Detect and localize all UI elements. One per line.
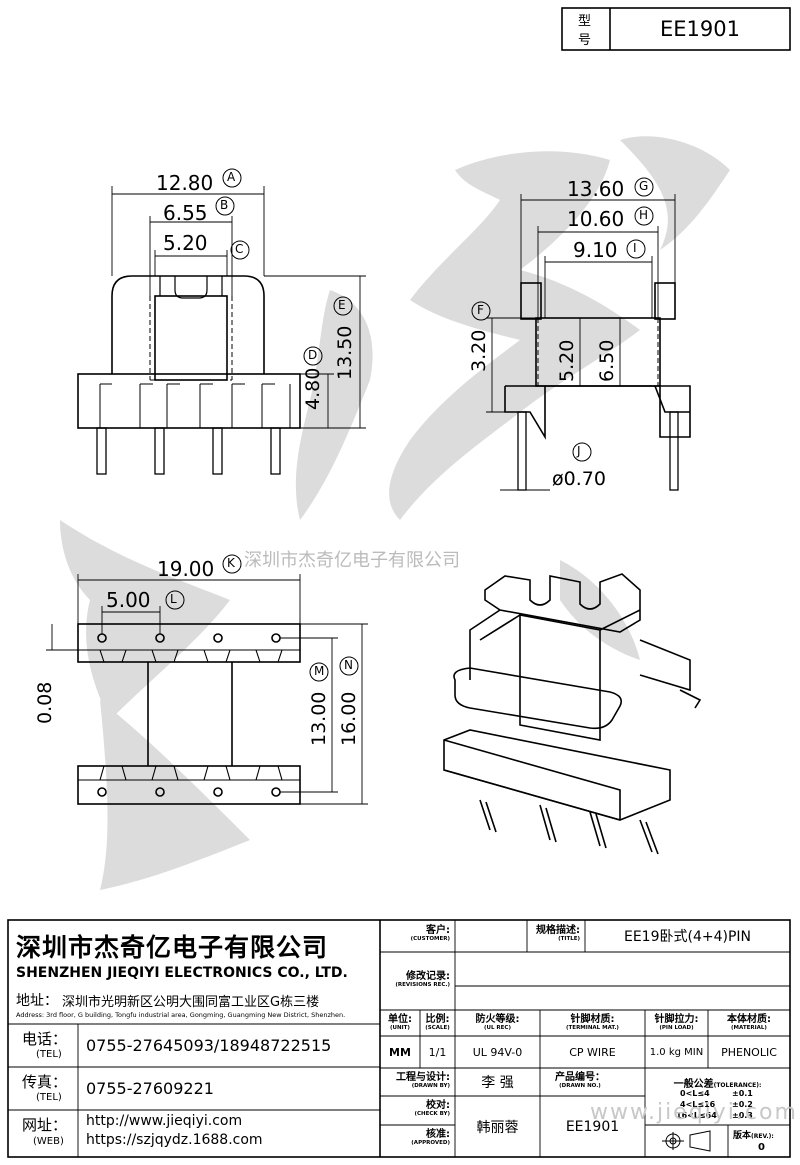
fax-label-en: (TEL) xyxy=(36,1092,62,1103)
dim-j: ø0.70 xyxy=(552,468,606,490)
tol-row3-val: ±0.3 xyxy=(732,1111,753,1120)
fax-value: 0755-27609221 xyxy=(86,1079,214,1098)
dim-l: 5.00 xyxy=(106,588,151,612)
projection-symbol xyxy=(662,1130,711,1152)
dim-left: 0.08 xyxy=(34,681,56,724)
dim-c: 5.20 xyxy=(163,231,208,255)
title-label: 规格描述:(TITLE) xyxy=(536,925,580,942)
tol-row2-val: ±0.2 xyxy=(732,1100,753,1109)
drawn-value: 李 强 xyxy=(481,1075,514,1091)
model-label-1: 型 xyxy=(578,14,592,29)
approved-value: 韩丽蓉 xyxy=(476,1120,519,1136)
tol-row1-val: ±0.1 xyxy=(732,1089,753,1098)
dim-f: 3.20 xyxy=(468,329,490,372)
terminal-value: CP WIRE xyxy=(569,1045,616,1059)
dim-n: 16.00 xyxy=(338,691,360,746)
company-name-cn: 深圳市杰奇亿电子有限公司 xyxy=(16,933,329,962)
dim-m: 13.00 xyxy=(308,691,330,746)
address-en: Address: 3rd floor, G building, Tongfu i… xyxy=(16,1011,346,1019)
tag-n: N xyxy=(344,658,353,672)
pinload-value: 1.0 kg MIN xyxy=(649,1046,704,1058)
material-label: 本体材质:(MATERIAL) xyxy=(727,1014,771,1031)
revisions-label: 修改记录:(REVISIONS REC.) xyxy=(395,971,450,988)
tel-value: 0755-27645093/18948722515 xyxy=(86,1036,332,1055)
dim-g: 13.60 xyxy=(567,177,625,201)
title-block-grid xyxy=(8,920,790,1157)
web-value-1: http://www.jieqiyi.com xyxy=(86,1113,243,1129)
scale-label: 比例:(SCALE) xyxy=(425,1014,450,1031)
title-value: EE19卧式(4+4)PIN xyxy=(623,929,752,945)
approved-label: 核准:(APPROVED) xyxy=(411,1129,450,1146)
tol-row1: 0<L≤4 xyxy=(680,1089,710,1098)
dim-inner2: 6.50 xyxy=(596,339,618,382)
tag-e: E xyxy=(338,298,346,312)
tag-d: D xyxy=(308,348,318,362)
tag-a: A xyxy=(227,170,236,184)
tol-row3: 16<L≤64 xyxy=(676,1111,717,1120)
ulrec-label: 防火等级:(UL REC) xyxy=(475,1014,520,1031)
ulrec-value: UL 94V-0 xyxy=(472,1045,523,1059)
drawn-label: 工程与设计:(DRAWN BY) xyxy=(396,1072,450,1089)
tag-g: G xyxy=(639,179,649,193)
customer-label: 客户:(CUSTOMER) xyxy=(410,925,450,942)
dimension-lines xyxy=(46,186,676,805)
pinload-label: 针脚拉力:(PIN LOAD) xyxy=(654,1014,699,1031)
dim-e: 13.50 xyxy=(334,325,356,380)
rev-value: 0 xyxy=(758,1142,765,1153)
tag-b: B xyxy=(220,198,229,212)
tag-h: H xyxy=(639,208,649,222)
material-value: PHENOLIC xyxy=(721,1045,777,1059)
tag-c: C xyxy=(235,242,244,256)
dim-h: 10.60 xyxy=(567,207,625,231)
dim-d: 4.80 xyxy=(302,367,324,410)
model-value: EE1901 xyxy=(660,17,740,41)
watermark-text: 深圳市杰奇亿电子有限公司 xyxy=(244,550,460,571)
iso-view xyxy=(443,573,702,855)
unit-label: 单位:(UNIT) xyxy=(388,1014,412,1031)
tolerance-label: 一般公差(TOLERANCE): xyxy=(673,1079,762,1090)
fax-label-cn: 传真： xyxy=(22,1073,68,1091)
tag-j: J xyxy=(577,444,581,458)
tag-l: L xyxy=(170,592,177,606)
bottom-view xyxy=(77,623,301,805)
drawing-no-value: EE1901 xyxy=(565,1119,620,1135)
tel-label-en: (TEL) xyxy=(36,1049,62,1060)
tag-circles xyxy=(165,168,654,682)
rev-label: 版本(REV.): xyxy=(733,1131,774,1141)
address-cn: 深圳市光明新区公明大围同富工业区G栋三楼 xyxy=(62,995,320,1010)
address-label: 地址： xyxy=(16,993,58,1009)
side-view xyxy=(504,282,691,491)
front-view xyxy=(77,275,301,475)
check-label: 校对:(CHECK BY) xyxy=(414,1100,450,1117)
unit-value: MM xyxy=(389,1045,411,1059)
tag-i: I xyxy=(633,241,637,255)
company-name-en: SHENZHEN JIEQIYI ELECTRONICS CO., LTD. xyxy=(16,965,348,981)
web-value-2: https://szjqydz.1688.com xyxy=(86,1132,263,1148)
title-block-lines xyxy=(7,7,791,1158)
dim-k: 19.00 xyxy=(157,557,215,581)
web-label-en: (WEB) xyxy=(33,1136,64,1147)
dim-a: 12.80 xyxy=(156,171,214,195)
dim-b: 6.55 xyxy=(163,201,208,225)
model-label-2: 号 xyxy=(578,33,592,48)
drawing-no-label: 产品编号：(DRAWN NO.) xyxy=(555,1072,605,1089)
tag-k: K xyxy=(227,556,235,570)
terminal-label: 针脚材质:(TERMINAL MAT.) xyxy=(566,1014,619,1031)
dim-inner1: 5.20 xyxy=(556,339,578,382)
tol-row2: 4<L≤16 xyxy=(680,1100,716,1109)
watermark-logo xyxy=(60,136,730,890)
dim-i: 9.10 xyxy=(573,238,618,262)
web-label-cn: 网址： xyxy=(22,1116,68,1134)
tel-label-cn: 电话： xyxy=(22,1030,68,1048)
scale-value: 1/1 xyxy=(428,1045,447,1059)
tag-f: F xyxy=(477,303,484,317)
tag-m: M xyxy=(314,664,325,678)
outline-group xyxy=(77,275,702,855)
web-watermark: www.jieqiyi.com xyxy=(590,1100,798,1125)
